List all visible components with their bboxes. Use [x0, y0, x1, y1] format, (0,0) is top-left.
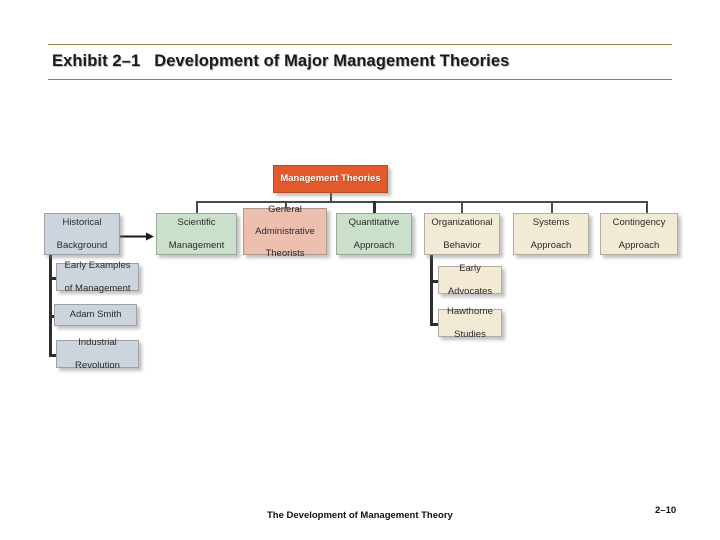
connector-drop-contingency [646, 201, 648, 213]
connector-stub-industrial-revolution [49, 354, 58, 357]
connector-organizational-trunk [430, 255, 433, 325]
connector-drop-general-admin [285, 201, 287, 213]
exhibit-number: Exhibit 2–1 [52, 52, 141, 70]
node-label: Management Theories [280, 173, 381, 185]
page-number: 2–10 [655, 505, 677, 516]
connector-stub-hawthorne-studies [430, 323, 440, 326]
connector-stub-early-examples [49, 277, 58, 280]
connector-stub-adam-smith [49, 315, 58, 318]
title-rule-block: Exhibit 2–1 Development of Major Manageme… [48, 44, 672, 80]
connector-root-stem [330, 193, 332, 202]
page-title: Exhibit 2–1 Development of Major Manageme… [52, 52, 509, 71]
node-adam-smith[interactable]: Adam Smith [54, 304, 137, 326]
connector-drop-systems [551, 201, 553, 213]
connector-drop-quantitative [373, 201, 376, 213]
connector-drop-organizational [461, 201, 463, 213]
connector-bus-horizontal [196, 201, 646, 203]
connector-stub-early-advocates [430, 280, 440, 283]
exhibit-title: Development of Major Management Theories [154, 52, 510, 70]
footer-label: The Development of Management Theory [267, 510, 453, 521]
connector-historical-trunk [49, 255, 52, 355]
node-label: Adam Smith [69, 309, 122, 321]
connector-drop-scientific [196, 201, 198, 213]
node-management-theories[interactable]: Management Theories [273, 165, 388, 193]
arrow-historical-to-scientific-icon [120, 232, 154, 241]
